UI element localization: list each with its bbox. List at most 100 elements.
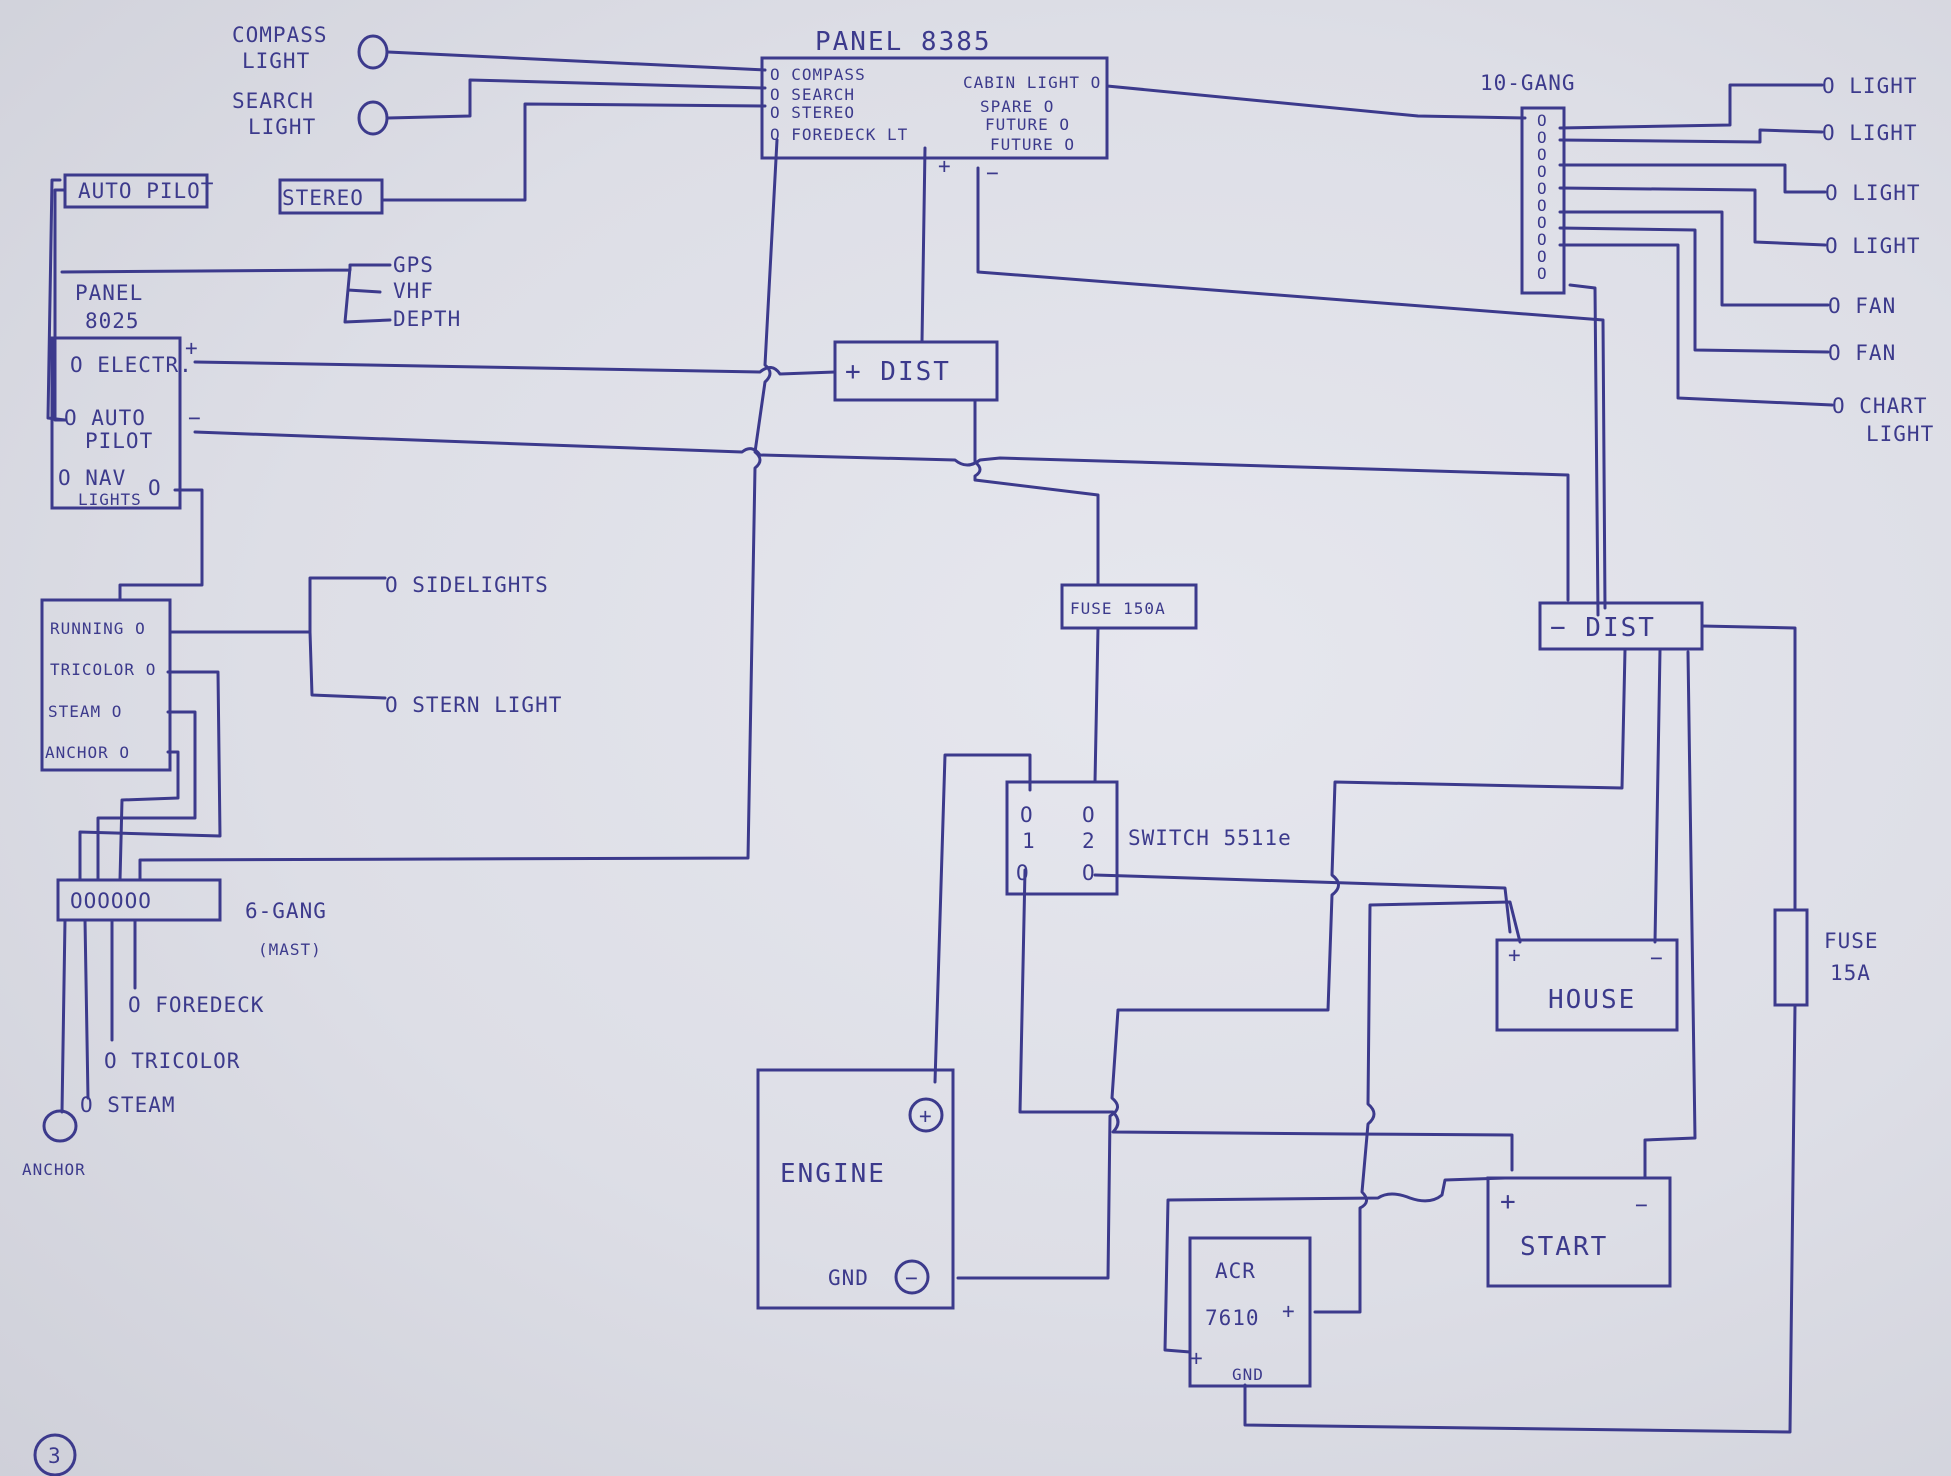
wire-switch-1: [1018, 868, 1514, 1172]
panel-8025-nav-circle: O: [148, 476, 162, 500]
nav-running: RUNNING O: [50, 619, 146, 638]
wire-fuse-to-switch: [1093, 626, 1100, 784]
pos-dist-box: [833, 340, 999, 402]
compass-light-label-2: LIGHT: [242, 49, 310, 73]
wire-dist-to-fuse: [973, 398, 1100, 587]
wire-steam: [96, 710, 197, 882]
load-light-2: O LIGHT: [1822, 121, 1918, 145]
search-light-label-1: SEARCH: [232, 89, 314, 113]
wire-cabin-to-10gang: [1105, 84, 1527, 120]
ten-gang-terminal: O: [1537, 264, 1548, 283]
wire-8385-plus: [920, 146, 927, 344]
stereo-label: STEREO: [282, 186, 364, 210]
ten-gang-terminal: O: [1537, 111, 1548, 130]
sidelights-label: O SIDELIGHTS: [385, 573, 549, 597]
ten-gang-terminal: O: [1537, 196, 1548, 215]
panel-8025-autopilot-2: PILOT: [85, 429, 153, 453]
ten-gang-terminal: O: [1537, 230, 1548, 249]
wire-autopilot: [53, 188, 67, 422]
wire-fuse15: [1243, 624, 1797, 1434]
wire-dist-to-gnd: [956, 648, 1627, 1280]
wire-fan-1: [1558, 210, 1830, 307]
fuse-150a: [1060, 583, 1198, 630]
wire-fan-2: [1558, 226, 1830, 354]
start-plus: +: [1500, 1187, 1518, 1217]
acr-plus-2: +: [1190, 1346, 1204, 1370]
wire-light-2: [1558, 128, 1824, 144]
panel-8385-cabin: CABIN LIGHT O: [963, 73, 1101, 92]
search-light-circle: [357, 100, 389, 136]
wire-house-neg: [1653, 648, 1662, 944]
page-number: 3: [48, 1444, 62, 1468]
wire-anchor: [118, 750, 180, 882]
mast-tricolor: O TRICOLOR: [104, 1049, 240, 1073]
panel-8025: [50, 336, 182, 510]
nav-steam: STEAM O: [48, 702, 122, 721]
panel-8385-search: O SEARCH: [770, 85, 855, 104]
ten-gang-terminal: O: [1537, 128, 1548, 147]
panel-8385-stereo: O STEREO: [770, 103, 855, 122]
wire-foredeck: [138, 138, 779, 882]
wire-stereo: [380, 102, 767, 202]
wire-start-acr: [1163, 1176, 1507, 1354]
switch-pos: 1: [1022, 829, 1036, 853]
acr-label-1: ACR: [1215, 1259, 1256, 1283]
house-minus: −: [1650, 946, 1664, 970]
nav-tricolor: TRICOLOR O: [50, 660, 156, 679]
wire-mast-anchor: [60, 918, 67, 1114]
ten-gang-terminals: O O O O O O O O O O: [1537, 111, 1548, 283]
panel-8385-foredeck: O FOREDECK LT: [770, 125, 908, 144]
wire-dist-to-start: [1643, 650, 1697, 1180]
wire-running: [168, 576, 387, 700]
switch-pos: O: [1082, 803, 1096, 827]
engine: [756, 1068, 955, 1310]
wire-tricolor: [78, 670, 222, 882]
panel-8385-spare: SPARE O: [980, 97, 1054, 116]
load-fan-1: O FAN: [1828, 294, 1896, 318]
panel-8385-minus: −: [986, 161, 1000, 185]
fuse-15a: [1773, 908, 1809, 1007]
engine-gnd-label: GND: [828, 1266, 869, 1290]
page-number-circle: [33, 1433, 77, 1476]
fuse-15a-label-2: 15A: [1830, 961, 1871, 985]
wire-light-3: [1558, 163, 1827, 194]
wire-autopilot-2: [46, 178, 67, 422]
wire-search: [386, 78, 767, 120]
start-label: START: [1520, 1232, 1608, 1262]
six-gang-sublabel: (MAST): [258, 940, 322, 959]
six-gang-label: 6-GANG: [245, 899, 327, 923]
panel-8025-nav-2: LIGHTS: [78, 490, 142, 509]
wire-switch-to-engine: [933, 753, 1032, 1084]
panel-8385-compass: O COMPASS: [770, 65, 866, 84]
mast-foredeck: O FOREDECK: [128, 993, 264, 1017]
compass-light-label-1: COMPASS: [232, 23, 328, 47]
panel-8385-future-2: FUTURE O: [990, 135, 1075, 154]
house-plus: +: [1508, 943, 1522, 967]
mast-steam: O STEAM: [80, 1093, 176, 1117]
house-label: HOUSE: [1548, 985, 1636, 1015]
panel-8385-plus: +: [938, 154, 952, 178]
neg-dist-label: − DIST: [1550, 613, 1656, 643]
switch-pos: 2: [1082, 829, 1096, 853]
panel-8025-nav-1: O NAV: [58, 466, 126, 490]
switch-label: SWITCH 5511e: [1128, 826, 1292, 850]
auto-pilot-label: AUTO PILOT: [78, 179, 214, 203]
wire-10gang-neg: [1568, 283, 1600, 617]
ten-gang-terminal: O: [1537, 162, 1548, 181]
stereo-box: [278, 178, 384, 215]
load-light-4: O LIGHT: [1825, 234, 1921, 258]
panel-8385-future-1: FUTURE O: [985, 115, 1070, 134]
wire-8025-plus: [193, 360, 837, 376]
ten-gang-terminal: O: [1537, 145, 1548, 164]
nav-anchor: ANCHOR O: [45, 743, 130, 762]
switch-pos: O: [1016, 861, 1030, 885]
compass-light-circle: [357, 34, 389, 70]
ten-gang-block: [1520, 106, 1566, 295]
battery-switch: [1005, 780, 1119, 896]
pos-dist-label: + DIST: [845, 357, 951, 387]
acr-plus: +: [1282, 1299, 1296, 1323]
depth-label: DEPTH: [393, 307, 461, 331]
fuse-150a-label: FUSE 150A: [1070, 599, 1166, 618]
vhf-label: VHF: [393, 279, 434, 303]
